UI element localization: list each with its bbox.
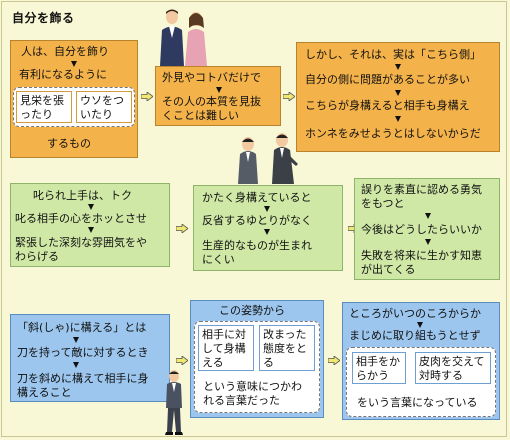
text-line: くことは難しい: [162, 109, 239, 122]
text-line: という意味につかわ: [203, 380, 302, 393]
text-line: こちらが身構えると相手も身構え: [305, 99, 470, 112]
inner-panel: 相手に対 して身構 える 改まった 態度をと る という意味につかわ れる言葉だ…: [194, 321, 320, 413]
text-line: 刀を持って敵に対するとき: [17, 346, 149, 359]
inner-box-brace: 相手に対 して身構 える: [198, 325, 254, 371]
box-appearance: 外見やコトバだけで その人の本質を見抜 くことは難しい: [155, 66, 281, 126]
down-arrow: [417, 322, 423, 328]
text-line: 有利になるように: [19, 68, 107, 81]
text-line: が出てくる: [361, 263, 416, 276]
text-line: 自分の側に問題があることが多い: [305, 73, 470, 86]
inner-box-tease: 相手をか らかう: [352, 352, 406, 384]
right-arrow: [176, 356, 188, 365]
text-line: 誤りを素直に認める勇気: [361, 183, 482, 196]
text-line: 「斜(しゃ)に構える」とは: [17, 321, 147, 334]
text-line: 叱る相手の心をホッとさせ: [15, 212, 147, 225]
down-arrow: [425, 213, 431, 219]
text-line: ったり: [20, 108, 53, 121]
down-arrow: [264, 206, 270, 212]
text-line: 生産的なものが生まれ: [202, 239, 312, 252]
text-line: まじめに取り組もうとせず: [349, 329, 481, 342]
text-line: をいう言葉になっている: [357, 396, 478, 409]
text-line: しかし、それは、実は「こちら側」: [305, 48, 481, 61]
text-line: にくい: [202, 253, 235, 266]
box-rigid-stance: かたく身構えていると 反省するゆとりがなく 生産的なものが生まれ にくい: [193, 185, 343, 271]
text-line: 外見やコトバだけで: [162, 71, 261, 84]
box-however: しかし、それは、実は「こちら側」 自分の側に問題があることが多い こちらが身構え…: [296, 42, 500, 152]
box-decorate-self: 人は、自分を飾り 有利になるように 見栄を張 ったり ウソをつ いたり するもの: [10, 40, 138, 158]
text-line: ホンネをみせようとはしないからだ: [305, 127, 481, 140]
text-line: 態度をと: [263, 342, 307, 355]
inner-panel: 相手をか らかう 皮肉を交えて 対時する をいう言葉になっている: [346, 347, 496, 417]
text-line: かたく身構えていると: [202, 191, 312, 204]
down-arrow: [395, 64, 401, 70]
inner-box-formal-attitude: 改まった 態度をと る: [259, 325, 315, 371]
down-arrow: [71, 61, 77, 67]
text-line: わらげる: [15, 250, 59, 263]
right-arrow: [176, 224, 188, 233]
box-from-this-posture: この姿勢から 相手に対 して身構 える 改まった 態度をと る という意味につか…: [190, 300, 324, 418]
text-line: える: [202, 356, 224, 369]
down-arrow: [73, 362, 79, 368]
box-admit-mistakes: 誤りを素直に認める勇気 をもつと 今後はどうしたらいいか 失敗を将来に生かす知恵…: [354, 178, 500, 280]
man-figure-illustration: [165, 370, 183, 435]
inner-box-sarcasm: 皮肉を交えて 対時する: [415, 352, 491, 384]
text-line: 対時する: [419, 369, 463, 382]
down-arrow: [425, 239, 431, 245]
text-line: 叱られ上手は、トク: [33, 189, 132, 202]
text-line: 失敗を将来に生かす知恵: [361, 249, 482, 262]
businessmen-illustration: [238, 133, 298, 184]
text-line: その人の本質を見抜: [162, 95, 261, 108]
inner-panel: 見栄を張 ったり ウソをつ いたり: [13, 87, 135, 127]
right-arrow: [283, 92, 295, 101]
text-line: 反省するゆとりがなく: [202, 214, 312, 227]
text-line: して身構: [202, 342, 246, 355]
down-arrow: [73, 337, 79, 343]
text-line: れる言葉だった: [203, 394, 280, 407]
text-line: 今後はどうしたらいいか: [361, 223, 482, 236]
down-arrow: [395, 90, 401, 96]
inner-box-vanity: 見栄を張 ったり: [16, 91, 72, 123]
text-line: 相手に対: [202, 328, 246, 341]
down-arrow: [395, 116, 401, 122]
right-arrow: [141, 92, 153, 101]
text-line: ウソをつ: [80, 94, 124, 107]
text-line: 緊張した深刻な雰囲気をや: [15, 236, 147, 249]
text-line: 改まった: [263, 328, 307, 341]
text-line: 構えること: [17, 386, 72, 399]
page-title: 自分を飾る: [12, 11, 75, 25]
text-line: る: [263, 356, 274, 369]
text-line: するもの: [47, 137, 91, 150]
right-arrow: [328, 356, 340, 365]
text-line: 皮肉を交えて: [419, 355, 485, 368]
box-nowadays: ところがいつのころからか まじめに取り組もうとせず 相手をか らかう 皮肉を交え…: [342, 302, 500, 420]
text-line: 刀を斜めに構えて相手に身: [17, 372, 149, 385]
text-line: 人は、自分を飾り: [21, 45, 109, 58]
down-arrow: [88, 204, 94, 210]
text-line: この姿勢から: [219, 304, 285, 317]
text-line: 見栄を張: [20, 94, 64, 107]
box-good-at-being-scolded: 叱られ上手は、トク 叱る相手の心をホッとさせ 緊張した深刻な雰囲気をや わらげる: [10, 183, 170, 267]
inner-box-lies: ウソをつ いたり: [76, 91, 132, 123]
text-line: 相手をか: [356, 355, 400, 368]
text-line: いたり: [80, 108, 113, 121]
people-illustration: [160, 9, 207, 66]
box-sha-ni-kamaeru: 「斜(しゃ)に構える」とは 刀を持って敵に対するとき 刀を斜めに構えて相手に身 …: [10, 314, 170, 402]
down-arrow: [264, 229, 270, 235]
down-arrow: [88, 227, 94, 233]
text-line: ところがいつのころからか: [349, 307, 481, 320]
down-arrow: [216, 87, 222, 93]
text-line: をもつと: [361, 197, 405, 210]
text-line: らかう: [356, 369, 389, 382]
